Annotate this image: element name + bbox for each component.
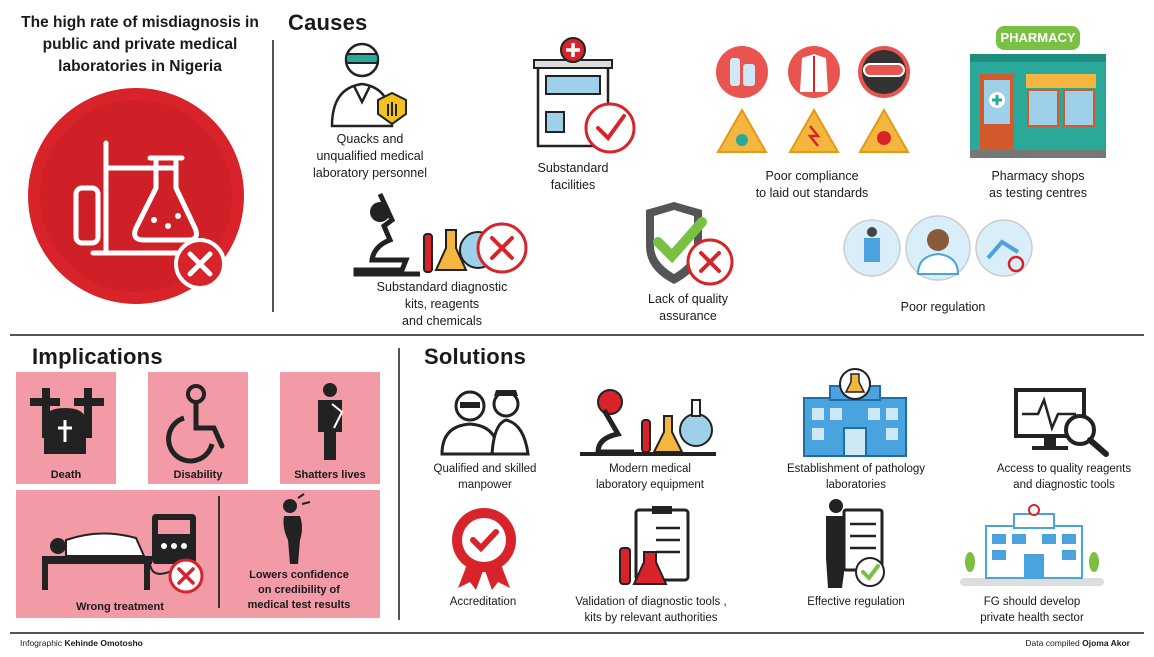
tombstone-icon	[30, 388, 104, 454]
solution-equipment-label: Modern medical laboratory equipment	[595, 463, 705, 491]
causes-heading: Causes	[288, 10, 368, 35]
solution-manpower-label: Qualified and skilled manpower	[433, 463, 537, 491]
cause-kits-label: Substandard diagnostic kits, reagents an…	[376, 280, 508, 328]
cause-quacks-label: Quacks and unqualified medical laborator…	[313, 132, 427, 180]
validation-clipboard-icon	[619, 506, 690, 585]
injured-person-icon	[318, 383, 344, 460]
quack-doctor-icon	[330, 42, 407, 128]
implication-disability-label: Disability	[173, 469, 223, 481]
implication-shatters-label: Shatters lives	[294, 469, 366, 481]
solution-private-sector-label: FG should develop private health sector	[980, 596, 1084, 624]
solution-reagents-label: Access to quality reagents and diagnosti…	[996, 463, 1132, 491]
data-credit-author: Ojoma Akor	[1082, 638, 1130, 648]
cause-pharmacy-label: Pharmacy shops as testing centres	[989, 169, 1087, 200]
cause-facilities-label: Substandard facilities	[537, 161, 609, 192]
cause-quality-label: Lack of quality assurance	[648, 292, 728, 323]
section-divider-horizontal	[10, 334, 1144, 336]
solution-accreditation-label: Accreditation	[449, 596, 517, 608]
cause-regulation-label: Poor regulation	[900, 300, 986, 314]
data-credit-label: Data compiled	[1025, 638, 1080, 648]
hospital-bed-icon	[42, 514, 204, 594]
compliance-ppe-icons	[716, 46, 910, 153]
pharmacy-shop-icon	[970, 26, 1106, 158]
infographic-credit: Infographic Kehinde Omotosho	[20, 638, 143, 648]
page-title: The high rate of misdiagnosis in public …	[21, 14, 259, 75]
regulation-circles-icon	[843, 215, 1033, 281]
solution-effective-regulation-label: Effective regulation	[807, 596, 905, 608]
title-divider	[272, 40, 274, 312]
private-hospital-icon	[960, 504, 1104, 586]
infographic-credit-author: Kehinde Omotosho	[64, 638, 143, 648]
accreditation-badge-icon	[452, 508, 516, 590]
pathology-building-icon	[803, 368, 907, 457]
solution-validation-label: Validation of diagnostic tools , kits by…	[575, 596, 727, 624]
substandard-kits-icon	[353, 192, 528, 277]
doctors-icon	[440, 390, 530, 456]
implications-heading: Implications	[32, 344, 163, 369]
data-credit: Data compiled Ojoma Akor	[1025, 638, 1130, 648]
implication-confidence-label: Lowers confidence on credibility of medi…	[247, 569, 351, 611]
worried-person-icon	[283, 493, 311, 564]
footer-divider	[10, 632, 1144, 634]
monitor-search-icon	[1014, 388, 1109, 457]
solution-pathology-label: Establishment of pathology laboratories	[786, 463, 926, 491]
implication-wrong-treatment-label: Wrong treatment	[76, 601, 164, 613]
lab-glassware-hero-icon	[28, 88, 244, 304]
regulation-clipboard-icon	[826, 499, 885, 588]
implication-bottom-divider	[218, 496, 220, 608]
cause-compliance-label: Poor compliance to laid out standards	[755, 169, 869, 200]
pharmacy-sign-text: PHARMACY	[1000, 30, 1076, 45]
lab-equipment-icon	[580, 389, 716, 456]
wheelchair-icon	[166, 384, 225, 464]
substandard-facility-icon	[533, 37, 636, 154]
implications-solutions-divider	[398, 348, 400, 620]
implication-death-label: Death	[50, 469, 82, 481]
quality-shield-icon	[646, 202, 734, 286]
infographic-credit-label: Infographic	[20, 638, 63, 648]
solutions-heading: Solutions	[424, 344, 527, 369]
